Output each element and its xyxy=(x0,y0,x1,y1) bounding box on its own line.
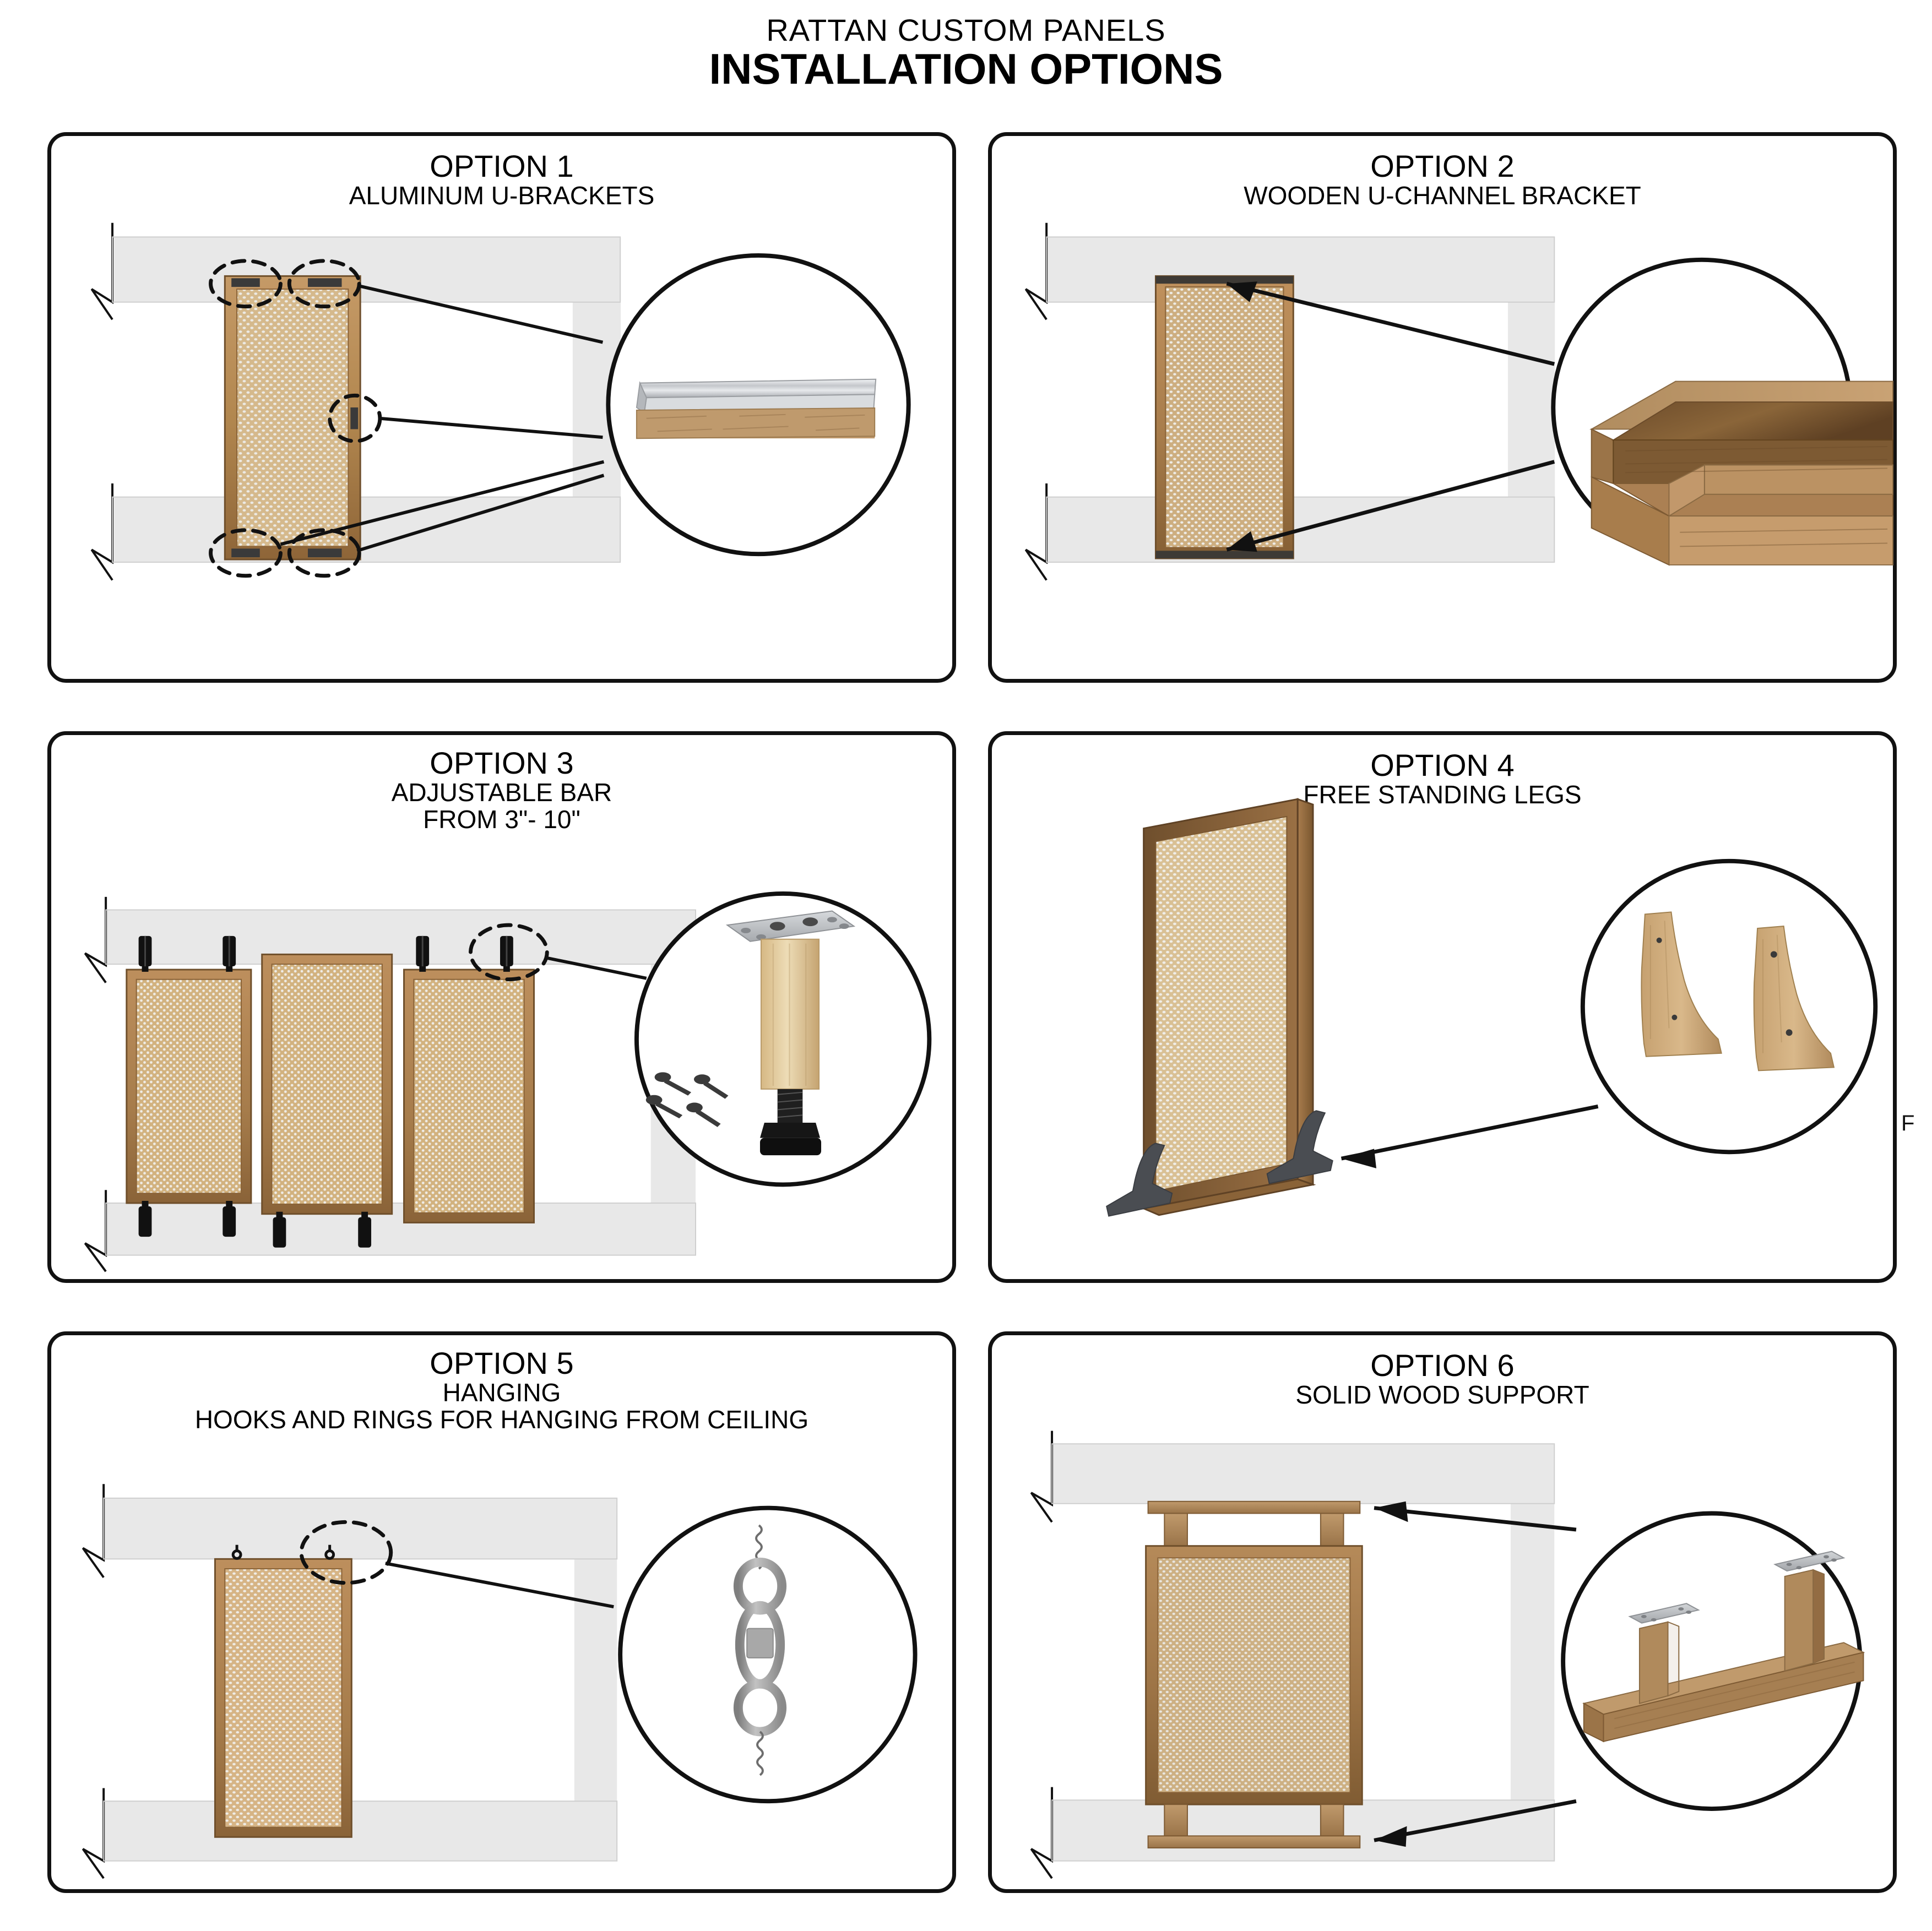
option-5-drawing xyxy=(51,1335,952,1889)
wooden-u-channel-detail xyxy=(1589,380,1893,566)
option-2-card[interactable]: OPTION 2 WOODEN U-CHANNEL BRACKET xyxy=(988,132,1897,683)
edge-clipped-text: F xyxy=(1901,1111,1915,1135)
option-3-card[interactable]: OPTION 3 ADJUSTABLE BAR FROM 3"- 10" xyxy=(47,731,956,1283)
option-5-card[interactable]: OPTION 5 HANGING HOOKS AND RINGS FOR HAN… xyxy=(47,1331,956,1893)
free-standing-legs-detail xyxy=(1641,911,1835,1071)
option-6-card[interactable]: OPTION 6 SOLID WOOD SUPPORT xyxy=(988,1331,1897,1893)
page-title: RATTAN CUSTOM PANELS xyxy=(766,13,1166,47)
aluminum-u-bracket-detail xyxy=(636,378,877,439)
screw-icons xyxy=(645,1072,729,1127)
option-3-drawing xyxy=(51,735,952,1279)
hanging-hook-icons xyxy=(231,1544,335,1560)
hook-and-ring-detail xyxy=(733,1524,787,1776)
page-subtitle: INSTALLATION OPTIONS xyxy=(709,45,1223,93)
option-4-card[interactable]: OPTION 4 FREE STANDING LEGS xyxy=(988,731,1897,1283)
option-2-drawing xyxy=(992,136,1893,679)
option-4-drawing xyxy=(992,735,1893,1279)
option-1-drawing xyxy=(51,136,952,679)
option-1-card[interactable]: OPTION 1 ALUMINUM U-BRACKETS xyxy=(47,132,956,683)
adjustable-bar-detail xyxy=(645,910,856,1156)
option-6-drawing xyxy=(992,1335,1893,1889)
solid-wood-support-detail xyxy=(1582,1551,1865,1743)
